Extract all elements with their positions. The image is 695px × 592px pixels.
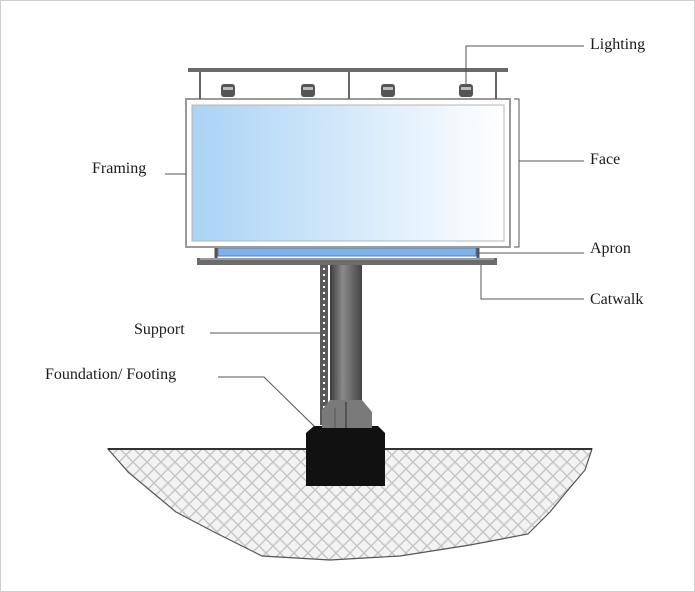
billboard-face (191, 104, 505, 242)
light-fixtures (221, 84, 473, 97)
label-foundation: Foundation/ Footing (45, 366, 177, 383)
label-catwalk: Catwalk (590, 291, 644, 308)
support-pole (320, 263, 372, 428)
label-face: Face (590, 151, 621, 168)
foundation-leader (218, 376, 315, 427)
light-fixture (301, 84, 315, 97)
label-framing: Framing (92, 160, 147, 177)
face-bracket (514, 98, 520, 248)
catwalk-leader (480, 265, 584, 300)
light-fixture (459, 84, 473, 97)
lighting-leader (465, 45, 584, 84)
ground (106, 448, 593, 561)
light-fixture (221, 84, 235, 97)
label-support: Support (134, 321, 185, 338)
leader-lines (165, 45, 584, 427)
label-apron: Apron (590, 240, 631, 257)
footing (306, 426, 385, 486)
label-lighting: Lighting (590, 36, 646, 53)
apron (217, 247, 477, 257)
lighting-rail (188, 68, 508, 99)
light-fixture (381, 84, 395, 97)
